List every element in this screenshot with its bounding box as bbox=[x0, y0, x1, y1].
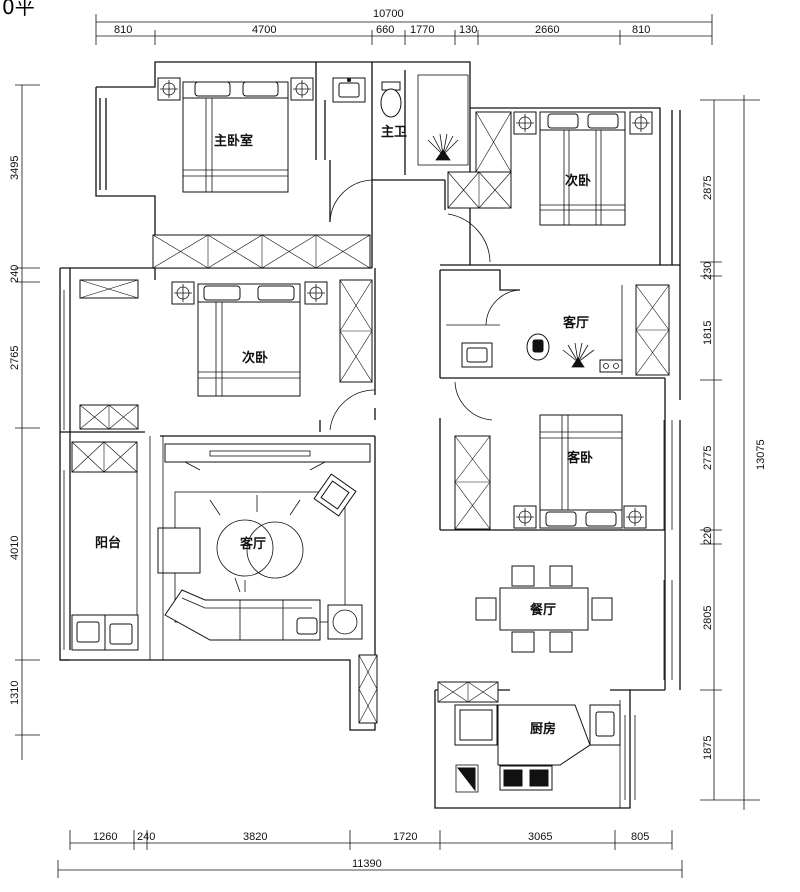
bottom-dimension-chain bbox=[57, 830, 683, 878]
tv-cabinet bbox=[164, 443, 371, 463]
dim-left-seg-5: 1310 bbox=[9, 681, 21, 705]
shower-icon bbox=[562, 342, 595, 368]
dining-room: 餐厅 bbox=[475, 565, 613, 653]
dim-left-seg-2: 240 bbox=[9, 265, 21, 283]
dim-right-seg-2: 230 bbox=[702, 262, 714, 280]
dim-top-seg-6: 2660 bbox=[535, 24, 559, 36]
wardrobe bbox=[454, 435, 491, 530]
dim-top-seg-5: 130 bbox=[459, 24, 477, 36]
dim-bottom-seg-4: 1720 bbox=[393, 831, 417, 843]
dining-chair bbox=[511, 565, 535, 587]
dim-top-seg-1: 810 bbox=[114, 24, 132, 36]
dim-bottom-seg-5: 3065 bbox=[528, 831, 552, 843]
room-label-bedroom-ne: 次卧 bbox=[565, 173, 591, 189]
right-dimension-chain bbox=[700, 95, 760, 810]
master-bed bbox=[182, 81, 289, 193]
room-label-bedroom-w: 次卧 bbox=[242, 350, 268, 366]
room-label-dining: 餐厅 bbox=[529, 602, 556, 618]
round-side-table bbox=[327, 604, 363, 640]
room-label-living-small: 客厅 bbox=[563, 315, 589, 331]
bed bbox=[197, 283, 301, 397]
bedroom-west: 次卧 bbox=[79, 279, 376, 431]
top-dimension-chain bbox=[95, 14, 713, 45]
door-swing bbox=[329, 389, 376, 431]
dim-top-seg-2: 4700 bbox=[252, 24, 276, 36]
bed bbox=[539, 111, 626, 226]
dim-bottom-seg-2: 240 bbox=[137, 831, 155, 843]
bed bbox=[539, 414, 623, 529]
dim-right-seg-1: 2875 bbox=[702, 176, 714, 200]
dim-bottom-seg-3: 3820 bbox=[243, 831, 267, 843]
dim-bottom-total: 11390 bbox=[352, 858, 382, 870]
corner-cabinet bbox=[456, 767, 476, 792]
room-label-master-bath: 主卫 bbox=[381, 124, 407, 140]
side-table bbox=[157, 527, 201, 574]
dining-chair bbox=[475, 597, 497, 621]
room-label-master-bedroom: 主卧室 bbox=[214, 133, 253, 149]
bedroom-northeast: 次卧 bbox=[447, 111, 653, 266]
windows bbox=[63, 290, 673, 800]
dim-right-seg-6: 2805 bbox=[702, 606, 714, 630]
dining-chair bbox=[549, 565, 573, 587]
sofa bbox=[164, 589, 321, 641]
kitchen-counter bbox=[497, 704, 591, 766]
dim-right-seg-7: 1875 bbox=[702, 736, 714, 760]
master-wardrobe bbox=[152, 234, 371, 269]
room-label-kitchen: 厨房 bbox=[530, 721, 556, 737]
shower-icon bbox=[427, 133, 459, 161]
door-swing bbox=[454, 381, 493, 421]
door-swing bbox=[447, 213, 491, 263]
balcony: 阳台 bbox=[71, 441, 139, 651]
dim-right-seg-3: 1815 bbox=[702, 321, 714, 345]
room-label-balcony: 阳台 bbox=[95, 535, 121, 551]
dim-right-seg-5: 220 bbox=[702, 527, 714, 545]
dim-top-seg-7: 810 bbox=[632, 24, 650, 36]
dim-bottom-seg-6: 805 bbox=[631, 831, 649, 843]
dim-bottom-seg-1: 1260 bbox=[93, 831, 117, 843]
kitchen: 厨房 bbox=[437, 681, 621, 808]
door-swing bbox=[485, 289, 521, 326]
dim-right-seg-4: 2775 bbox=[702, 446, 714, 470]
small-living-area: 客厅 bbox=[446, 284, 670, 421]
dim-right-total: 13075 bbox=[755, 439, 767, 470]
room-label-living-main: 客厅 bbox=[240, 536, 266, 552]
dining-table bbox=[499, 587, 589, 631]
master-bath: 主卫 bbox=[332, 74, 469, 166]
dim-left-seg-4: 4010 bbox=[9, 536, 21, 560]
room-label-guest-bedroom: 客卧 bbox=[567, 450, 593, 466]
dim-top-total: 10700 bbox=[373, 8, 404, 20]
master-bedroom: 主卧室 bbox=[152, 77, 373, 269]
dim-top-seg-4: 1770 bbox=[410, 24, 434, 36]
corner-text: 0平 bbox=[2, 0, 35, 19]
guest-bedroom: 客卧 bbox=[454, 414, 673, 530]
dining-chair bbox=[511, 631, 535, 653]
armchair bbox=[313, 473, 357, 517]
dining-chair bbox=[549, 631, 573, 653]
dim-left-seg-3: 2765 bbox=[9, 346, 21, 370]
coffee-table bbox=[216, 519, 274, 577]
dim-top-seg-3: 660 bbox=[376, 24, 394, 36]
left-dimension-chain bbox=[15, 84, 40, 760]
door-swing bbox=[329, 179, 373, 223]
dim-left-seg-1: 3495 bbox=[9, 156, 21, 180]
main-living-room: 客厅 bbox=[149, 436, 378, 724]
dining-chair bbox=[591, 597, 613, 621]
